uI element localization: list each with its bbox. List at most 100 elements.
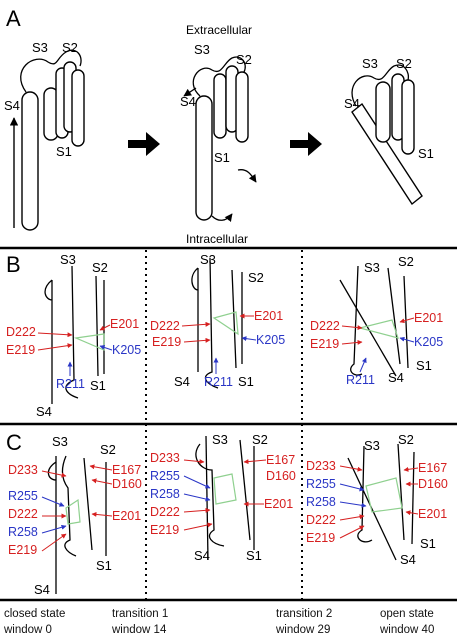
pointer bbox=[339, 525, 365, 539]
residue-label: E219 bbox=[6, 343, 35, 357]
residue-label: E201 bbox=[110, 317, 139, 331]
s4-trace bbox=[47, 456, 57, 594]
caption-window: window 40 bbox=[379, 624, 434, 635]
pointer bbox=[183, 522, 213, 531]
pointer bbox=[37, 343, 73, 351]
s2-label: S2 bbox=[252, 432, 268, 447]
s4-helix bbox=[195, 95, 213, 221]
s1-label: S1 bbox=[418, 146, 434, 161]
s2-label: S2 bbox=[62, 40, 78, 55]
residue-label: D222 bbox=[6, 325, 36, 339]
residue-label: E219 bbox=[152, 335, 181, 349]
s3-label: S3 bbox=[364, 260, 380, 275]
s4-trace bbox=[205, 435, 209, 561]
pointer bbox=[41, 496, 65, 507]
salt-bridge bbox=[212, 311, 239, 336]
panel-b-closed: S3 S2 S4 S1 D222 E219 E201 K205 R211 bbox=[6, 252, 141, 419]
panel-c: C S3 S2 S4 S1 D233 R255 D222 R258 E219 E… bbox=[6, 430, 448, 597]
s2-s1-trace bbox=[239, 439, 255, 550]
residue-label: E167 bbox=[418, 461, 447, 475]
s3-label: S3 bbox=[364, 438, 380, 453]
residue-label: D222 bbox=[8, 507, 38, 521]
loop bbox=[351, 64, 410, 107]
residue-label: D233 bbox=[150, 451, 180, 465]
caption-window: window 29 bbox=[275, 624, 330, 635]
s2-s1-trace bbox=[397, 443, 415, 545]
s2-s1-trace bbox=[83, 457, 107, 556]
panel-b-transition2: S3 S2 S4 S1 D222 E219 E201 K205 R211 bbox=[310, 254, 443, 387]
residue-label: K205 bbox=[414, 335, 443, 349]
residue-label: R211 bbox=[56, 377, 85, 391]
s1-label: S1 bbox=[416, 358, 432, 373]
pointer bbox=[181, 321, 211, 327]
residue-label: R255 bbox=[150, 469, 180, 483]
caption-window: window 0 bbox=[3, 624, 52, 635]
s1-helix bbox=[235, 71, 249, 143]
pointer bbox=[89, 464, 113, 471]
s3-label: S3 bbox=[362, 56, 378, 71]
s2-label: S2 bbox=[396, 56, 412, 71]
residue-label: E219 bbox=[8, 543, 37, 557]
s2-label: S2 bbox=[92, 260, 108, 275]
s3-trace bbox=[350, 265, 363, 376]
extracellular-label: Extracellular bbox=[186, 23, 252, 37]
residue-label: D222 bbox=[310, 319, 340, 333]
move-arrow bbox=[211, 213, 233, 222]
panel-b-letter: B bbox=[6, 252, 21, 277]
residue-label: E201 bbox=[414, 311, 443, 325]
panel-c-open: S3 S2 S4 S1 D233 R255 R258 D222 E219 E16… bbox=[306, 432, 448, 567]
s4-trace bbox=[44, 279, 53, 404]
residue-label: R211 bbox=[204, 375, 233, 389]
s2-label: S2 bbox=[100, 442, 116, 457]
residue-label: K205 bbox=[112, 343, 141, 357]
pointer bbox=[183, 475, 211, 489]
pointer bbox=[359, 357, 367, 373]
residue-label: D222 bbox=[150, 319, 180, 333]
residue-label: E201 bbox=[264, 497, 293, 511]
pointer bbox=[41, 533, 67, 552]
s4-label: S4 bbox=[36, 404, 52, 419]
caption-state: transition 2 bbox=[276, 608, 332, 620]
s3-trace bbox=[195, 443, 225, 547]
residue-label: E167 bbox=[266, 453, 295, 467]
pointer bbox=[405, 510, 419, 516]
residue-label: D160 bbox=[112, 477, 142, 491]
s1-label: S1 bbox=[214, 150, 230, 165]
pointer bbox=[339, 514, 365, 521]
pointer bbox=[183, 459, 205, 465]
s2-label: S2 bbox=[248, 270, 264, 285]
residue-label: R211 bbox=[346, 373, 375, 387]
panel-c-closed: S3 S2 S4 S1 D233 R255 D222 R258 E219 E16… bbox=[8, 434, 142, 597]
s1-label: S1 bbox=[246, 548, 262, 563]
s2-s1-trace bbox=[387, 267, 409, 369]
residue-label: R258 bbox=[150, 487, 180, 501]
s4-helix bbox=[351, 102, 423, 206]
s3-label: S3 bbox=[212, 432, 228, 447]
s1-label: S1 bbox=[96, 558, 112, 573]
salt-bridge bbox=[73, 333, 105, 351]
s2-label: S2 bbox=[398, 254, 414, 269]
s4-label: S4 bbox=[344, 96, 360, 111]
s3-label: S3 bbox=[60, 252, 76, 267]
s1-label: S1 bbox=[238, 374, 254, 389]
residue-label: E201 bbox=[112, 509, 141, 523]
residue-label: E219 bbox=[150, 523, 179, 537]
residue-label: K205 bbox=[256, 333, 285, 347]
s1-label: S1 bbox=[56, 144, 72, 159]
caption-state: open state bbox=[380, 608, 434, 620]
pointer bbox=[399, 317, 415, 324]
residue-label: E201 bbox=[418, 507, 447, 521]
salt-bridge bbox=[359, 319, 399, 339]
panel-a: A Extracellular Intracellular S3 S2 S4 S… bbox=[4, 6, 434, 246]
pointer bbox=[341, 339, 363, 345]
pointer bbox=[339, 483, 365, 492]
s2-label: S2 bbox=[398, 432, 414, 447]
intracellular-label: Intracellular bbox=[186, 232, 248, 246]
residue-label: D233 bbox=[306, 459, 336, 473]
pointer bbox=[183, 337, 211, 343]
residue-label: R255 bbox=[8, 489, 38, 503]
s4-label: S4 bbox=[174, 374, 190, 389]
pointer bbox=[99, 324, 111, 331]
residue-label: D222 bbox=[150, 505, 180, 519]
move-arrow bbox=[237, 169, 257, 183]
